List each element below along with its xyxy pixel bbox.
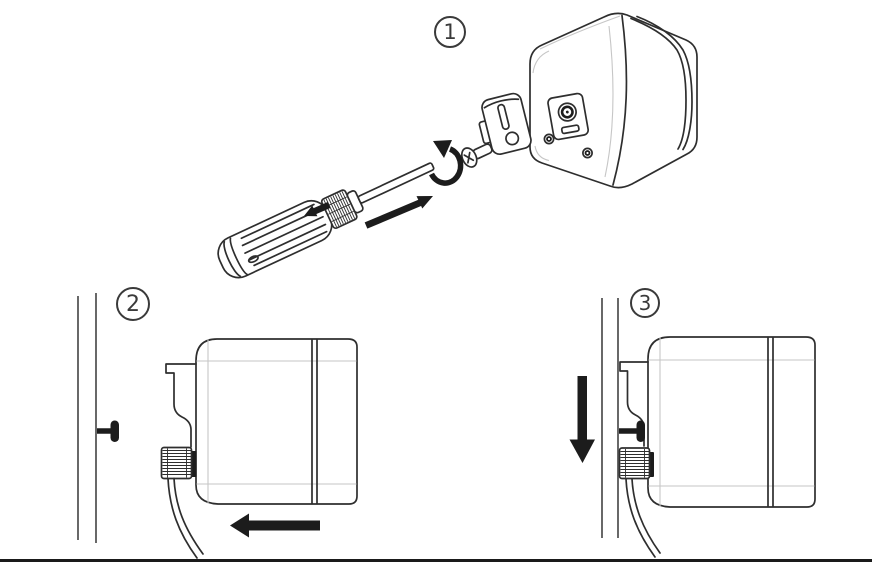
device-top-sliver [539, 15, 621, 50]
wall-lines [77, 293, 97, 543]
device-light-lines [196, 339, 357, 504]
device-side-view [160, 338, 358, 559]
step-3-illustration [569, 298, 816, 558]
fixing-screw [460, 143, 493, 168]
slide-left-arrow [230, 513, 320, 538]
handle-butt-lines [223, 237, 249, 278]
cube-device [529, 12, 698, 189]
step-1-illustration [217, 12, 698, 279]
power-cable [625, 478, 661, 558]
device-body [195, 338, 358, 505]
screwdriver [217, 162, 435, 279]
device-body [647, 336, 816, 508]
step-number: 1 [443, 20, 457, 44]
power-cable [167, 477, 204, 559]
device-seam [630, 17, 687, 150]
front-panel [547, 92, 590, 141]
device-seam [636, 15, 693, 151]
device-light-lines [648, 337, 815, 507]
step-badge-2: 2 [116, 287, 150, 321]
panel-slot [560, 124, 580, 135]
clip-hole [505, 131, 520, 146]
push-pull-arrow [304, 196, 433, 229]
cable-gland [618, 447, 654, 480]
device-face-accent [604, 25, 614, 178]
phillips-cross [463, 151, 475, 164]
handle-flutes [240, 203, 328, 267]
wall-lines [601, 298, 619, 538]
slide-down-arrow [569, 376, 595, 463]
wall-screw [619, 420, 645, 442]
device-side-view [618, 336, 816, 558]
ferrule-knurl [323, 191, 356, 228]
clip-top-edge [483, 98, 520, 109]
keyhole-slot [497, 103, 510, 130]
cable-gland [160, 446, 197, 480]
step-number: 2 [126, 291, 140, 317]
step-2-illustration [77, 293, 358, 559]
page-divider [0, 559, 872, 562]
device-seam [311, 338, 318, 505]
connector-socket [557, 102, 577, 122]
mounting-clip [478, 92, 532, 156]
device-corner-accent [532, 50, 550, 74]
wall-screw [97, 420, 119, 442]
rotation-arrow [429, 140, 464, 186]
step-number: 3 [638, 291, 652, 315]
connector-socket-pin [565, 110, 569, 114]
panel-screws [543, 133, 593, 159]
device-corner-accent [534, 145, 550, 162]
screwdriver-shaft [357, 162, 435, 204]
connector-socket-ring [560, 105, 574, 119]
device-front-edge [612, 14, 628, 186]
handle-hole [247, 255, 259, 264]
step-badge-3: 3 [630, 288, 660, 318]
mounting-hook [165, 363, 197, 448]
step-badge-1: 1 [434, 16, 466, 48]
device-seam [767, 336, 774, 508]
